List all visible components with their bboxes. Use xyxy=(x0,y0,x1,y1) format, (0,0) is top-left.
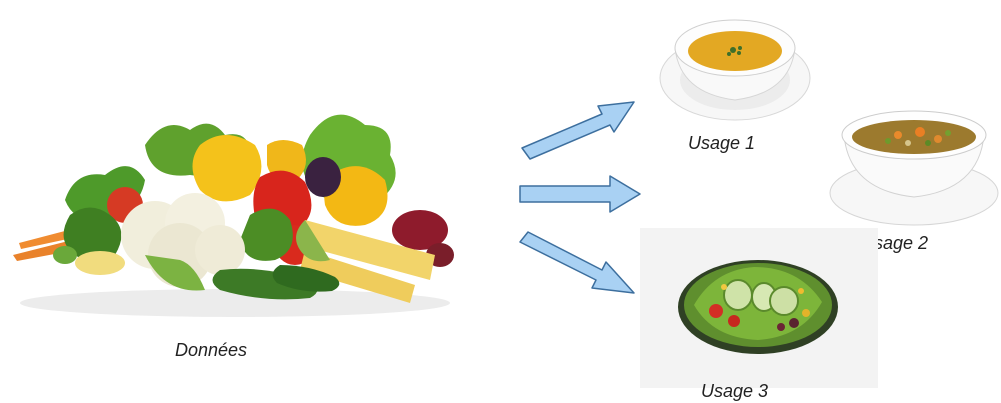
source-label: Données xyxy=(175,340,247,361)
arrow-to-usage-1 xyxy=(522,102,634,159)
usage-2-image xyxy=(828,105,1000,227)
arrows xyxy=(510,90,650,305)
usage-3-image xyxy=(676,255,841,360)
usage-1-image xyxy=(655,8,815,128)
arrow-to-usage-3 xyxy=(520,232,634,293)
usage-1-label: Usage 1 xyxy=(688,133,755,154)
vegetables-image xyxy=(5,105,465,330)
usage-3-label: Usage 3 xyxy=(701,381,768,402)
arrow-to-usage-2 xyxy=(520,176,640,212)
